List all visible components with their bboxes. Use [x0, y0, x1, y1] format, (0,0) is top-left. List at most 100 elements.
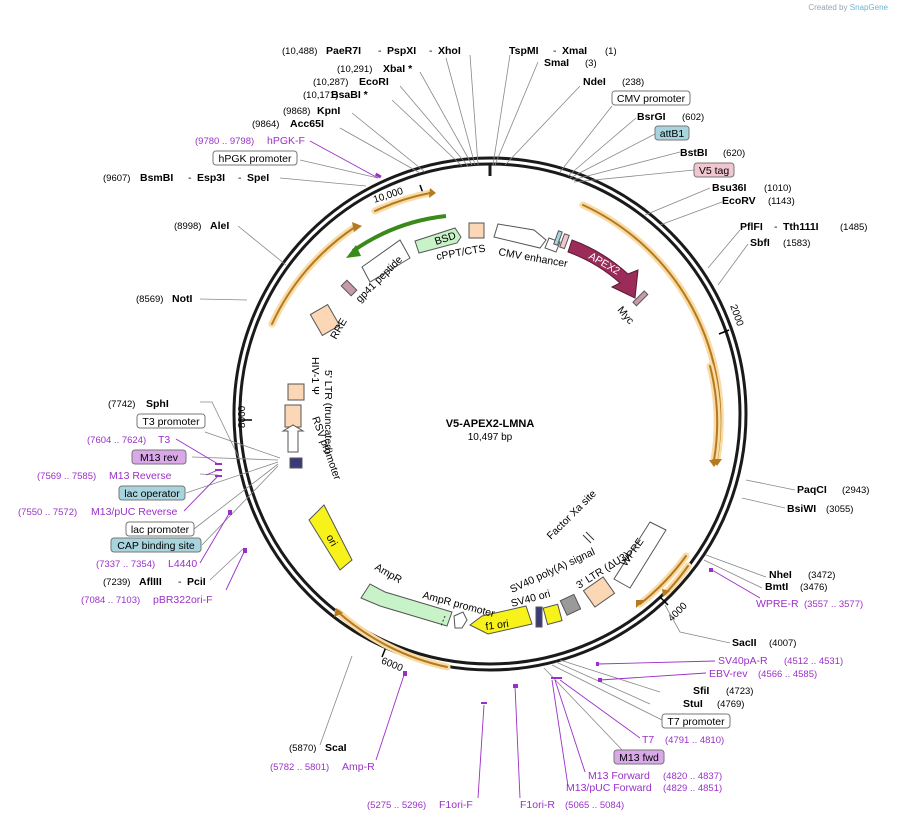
bsmbi-pos: (9607): [103, 173, 130, 184]
hiv-psi-label: HIV-1 Ψ: [309, 357, 321, 395]
ori-arrow: [308, 504, 353, 571]
primer-mark-hpgk: [374, 172, 382, 179]
sfii-name: SfiI: [693, 685, 709, 697]
leader-stui: [555, 661, 651, 705]
enzyme-labels-right: TspMI - XmaI (1) SmaI (3) NdeI (238) Bsr…: [509, 45, 869, 710]
leader-paqci: [745, 479, 796, 491]
primer-line-hpgk: [309, 140, 379, 179]
bstbi-pos: (620): [723, 148, 745, 159]
scai-pos: (5870): [289, 743, 316, 754]
lac-promoter-box-label: lac promoter: [131, 524, 190, 536]
lac-operator-box: [118, 485, 186, 501]
tick-2000: [718, 329, 730, 335]
sbfi-name: SbfI: [750, 237, 770, 249]
m13puc-reverse-range: (7550 .. 7572): [18, 507, 77, 518]
primer-line-t3: [175, 438, 219, 465]
t3-promoter-box: [136, 413, 206, 429]
leader-ecori: [399, 85, 469, 167]
m13-reverse-name: M13 Reverse: [109, 470, 172, 482]
leader-pspxi: [445, 57, 476, 166]
orf-4: [639, 555, 687, 605]
amp-r-range: (5782 .. 5801): [270, 762, 329, 773]
tick-label-6000: 6000: [379, 656, 404, 675]
leader-hpgk: [299, 159, 379, 179]
bsiwi-pos: (3055): [826, 504, 853, 515]
xmai-name: XmaI: [562, 45, 587, 57]
m13puc-forward-name: M13/pUC Forward: [566, 782, 652, 794]
leader-bsrgi: [567, 117, 637, 177]
bsrgi-name: BsrGI: [637, 111, 666, 123]
tick-label-4000: 4000: [666, 600, 690, 624]
afliii-name: AflIII: [139, 576, 162, 588]
primer-line-m13puc-r: [183, 475, 219, 512]
cap-binding-box: [110, 537, 202, 553]
acc65i-pos: (9864): [252, 119, 279, 130]
m13-forward-name: M13 Forward: [588, 770, 650, 782]
cmv-promoter-box-label: CMV promoter: [617, 93, 686, 105]
sbfi-pos: (1583): [783, 238, 810, 249]
t3-range: (7604 .. 7624): [87, 435, 146, 446]
cmv-enhancer-label: CMV enhancer: [497, 246, 569, 270]
xbai-name: XbaI *: [383, 63, 413, 75]
hpgk-f-name: hPGK-F: [267, 135, 305, 147]
primer-labels: (9780 .. 9798) hPGK-F (7604 .. 7624) T3 …: [18, 135, 863, 811]
factor-xa-line-2: [582, 534, 592, 544]
primer-line-l4440: [199, 511, 231, 564]
orf-3-arrow: [709, 460, 719, 467]
leader-xbai: [419, 71, 473, 166]
leader-sbfi: [717, 243, 749, 286]
primer-mark-m13puc-r: [215, 475, 222, 477]
leader-alei: [237, 225, 287, 266]
primer-lines: [175, 140, 761, 799]
hpgk-promoter-box: [212, 150, 298, 166]
bsd-green-arrow: [346, 245, 361, 258]
sv40pa-block: [559, 593, 582, 616]
primer-marks: [215, 172, 713, 704]
ampr-promoter-arrow: [453, 611, 468, 629]
cmv-enhancer-arrow: [493, 223, 547, 249]
primer-line-t7: [559, 679, 641, 739]
lac-block: [289, 457, 303, 469]
v5-tag-box-label: V5 tag: [699, 165, 730, 177]
primer-line-f1orif: [477, 704, 485, 799]
acc65i-name: Acc65I: [290, 118, 324, 130]
primer-mark-f1orif: [481, 702, 487, 704]
noti-name: NotI: [172, 293, 192, 305]
f1-ori-label: f1 ori: [485, 618, 510, 633]
ampr-promoter-dash: [440, 615, 446, 627]
l4440-name: L4440: [168, 558, 197, 570]
t3-promoter-box-label: T3 promoter: [142, 416, 200, 428]
leader-cmvprom: [559, 105, 613, 173]
wpre-r-range: (3557 .. 3577): [804, 599, 863, 610]
ecorv-name: EcoRV: [722, 195, 756, 207]
sv40pa-r-range: (4512 .. 4531): [784, 656, 843, 667]
bsiwi-name: BsiWI: [787, 503, 816, 515]
snapgene-credit: Created by SnapGene: [808, 3, 888, 12]
credit-prefix: Created by: [808, 3, 848, 12]
alei-pos: (8998): [174, 221, 201, 232]
orf-6-arrow: [334, 608, 343, 617]
primer-line-ampr: [375, 671, 406, 761]
leader-bsabi: [391, 99, 463, 167]
factor-xa-line-1: [585, 531, 595, 541]
orf-7-halo: [268, 223, 359, 328]
smai-name: SmaI: [544, 57, 569, 69]
leader-bstbi: [571, 151, 681, 181]
smai-pos: (3): [585, 58, 597, 69]
tick-label-8000: 8000: [237, 405, 248, 428]
hpgk-f-range: (9780 .. 9798): [195, 136, 254, 147]
ecori-name: EcoRI: [359, 76, 389, 88]
orf-3: [709, 365, 719, 461]
sv40pa-r-name: SV40pA-R: [718, 655, 768, 667]
bsmbi-name: BsmBI: [140, 172, 173, 184]
paqci-name: PaqCI: [797, 484, 827, 496]
spei-dash: -: [238, 172, 242, 184]
ecori-pos: (10,287): [313, 77, 348, 88]
f1ori-f-range: (5275 .. 5296): [367, 800, 426, 811]
leader-bsiwi: [741, 497, 786, 509]
kpni-name: KpnI: [317, 105, 340, 117]
ori-label: ori: [323, 533, 339, 549]
orf-5-arrow: [662, 589, 670, 597]
bsu36i-pos: (1010): [764, 183, 791, 194]
primer-line-m13puc-f: [551, 679, 569, 787]
